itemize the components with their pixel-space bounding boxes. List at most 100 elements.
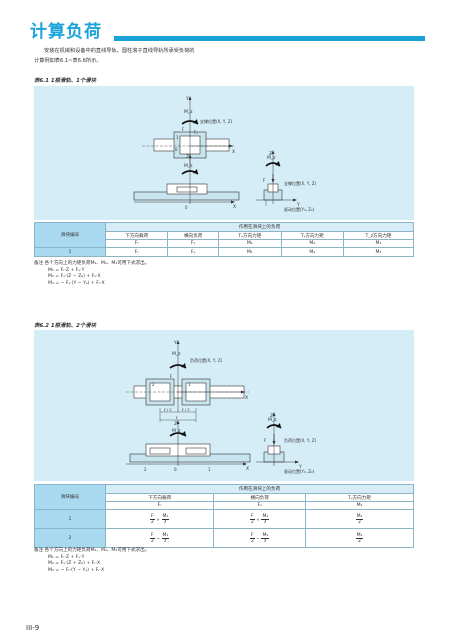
t1-row-1-c1: Fᵣ [104,247,169,257]
t2-note-4: M₃ = − Fᵣ·(Y − Yₐ) + Fᵣ·X [48,567,105,573]
t1-note-4: M₃ = − Fᵧ·(Y − Yₐ) + Fᵣ·X [48,280,105,286]
t1-end-fz: F [263,178,266,183]
t1-row-1-c3: M₁ [217,247,282,257]
t2-top-axis-x: X [245,395,248,401]
t1-col-4-sym: M₂ [280,239,344,248]
t1-end-axis-y: Y [296,202,300,208]
t1-side-mz: M_z [184,163,193,169]
t1-end-axis-z: Z [269,151,272,157]
t2-side-mz: M_z [172,428,181,434]
t2-head-group: 作用在滑块上的负荷 [105,484,414,494]
t1-side-origin: 0 [185,205,188,210]
t1-top-f: F [182,127,185,132]
t1-top-axis-y: Y [185,96,189,102]
t1-top-label-ref: 支撑位置(X, Y, Z) [200,118,233,124]
table-6-1-notes: 备注 各个方向上的力矩负荷M₁、M₂、M₃可用下式求出。 M₁ = Fᵣ·Z +… [34,261,149,287]
t1-col-5-name: T_z方向力矩 [342,231,415,240]
t2-col-3-name: Tᵧ方向力矩 [304,493,415,502]
t2-end-mz: M_z [268,417,277,423]
t2-end-axis-y: Y [298,464,302,470]
t1-col-2-sym: Fₛ [167,239,219,248]
table-6-2: 滑块编号 作用在滑块上的负荷 下方向载荷 横向负荷 Tᵧ方向力矩 Fᵣ Fₛ M… [34,484,415,548]
t2-top-mz: M_z [172,351,181,357]
t1-col-1-name: 下方向载荷 [104,231,169,240]
intro-line-2: 计算例如表6.1~表6.6所示。 [34,57,102,64]
diagram-6-2: Y M_z 负荷位置(X, Y, Z) X 2 1 F ℓ / 2 ℓ / 2 … [126,340,317,474]
t1-row-1-c4: M₂ [280,247,344,257]
t1-top-fy: Fᵧ [194,130,198,135]
t2-col-2-sym: Fₛ [213,501,306,510]
t1-col-5-sym: M₃ [342,239,415,248]
t1-head-slider-no: 滑块编号 [34,222,106,248]
t2-side-b1: 1 [208,467,211,472]
t1-end-mz: M_z [267,155,276,161]
t1-top-mz: M_z [184,109,193,115]
t2-col-1-sym: Fᵣ [104,501,215,510]
t1-col-2-name: 横向负荷 [167,231,219,240]
t1-row-1-no: 1 [34,247,106,257]
t2-dim-l: ℓ [175,415,178,420]
t1-col-1-sym: Fᵣ [104,239,169,248]
t2-note-2: M₁ = Fᵣ·Z + Fᵧ·Y [48,554,85,560]
t1-col-3-sym: M₁ [217,239,282,248]
t2-dim-half-l-1: ℓ / 2 [163,407,172,412]
t1-note-2: M₁ = Fᵣ·Z + Fᵧ·Y [48,267,85,273]
t2-note-3: M₂ = Fᵧ·(Z + Z₀) + Fᵣ·X [48,561,101,566]
diagram-6-1-panel: Y X M_z 支撑位置(X, Y, Z) F Fᵧ 1 0 Z M_z X 0 [34,86,414,220]
t1-side-axis-z: Z [186,154,189,160]
t2-end-label-drive: 驱动位置(Y₀, Z₀) [284,468,314,474]
t2-col-1-name: 下方向载荷 [104,493,215,502]
t1-top-origin: 0 [175,147,178,152]
table-6-2-notes: 备注 各个方向上的力矩负荷M₁、M₂、M₃可用下式求出。 M₁ = Fᵣ·Z +… [34,548,149,574]
t1-note-3: M₂ = Fᵧ·(Z − Z₀) + Fᵧ·X [48,274,101,279]
t1-top-axis-x: X [232,149,235,155]
t1-end-label-drive: 驱动位置(Y₀, Z₀) [284,206,314,212]
t2-row-2-no: 2 [34,528,106,548]
t2-col-3-sym: M₁ [304,501,415,510]
t1-col-3-name: Tₒ方向力矩 [217,231,282,240]
table-6-1: 滑块编号 作用在滑块上的负荷 下方向载荷 横向负荷 Tₒ方向力矩 Tᵧ方向力矩 … [34,222,415,257]
t1-side-axis-x: X [233,204,236,210]
intro-paragraph: 安装在机械和设备中的直线导轨、圆柱滚子直线导轨所承受负荷的 计算例如表6.1~表… [34,47,414,66]
t2-side-b2: 2 [144,467,147,472]
page-header: 计算负荷 [30,14,425,44]
t2-top-f: F [170,374,173,379]
t1-end-label-ref: 支撑位置(X, Y, Z) [284,180,317,186]
t2-col-2-name: 横向负荷 [213,493,306,502]
t2-side-axis-z: Z [174,421,177,427]
t2-top-label-ref: 负荷位置(X, Y, Z) [190,357,223,363]
diagram-6-1: Y X M_z 支撑位置(X, Y, Z) F Fᵧ 1 0 Z M_z X 0 [133,96,317,212]
t1-col-4-name: Tᵧ方向力矩 [280,231,344,240]
title-underline [114,36,425,41]
t2-side-origin: 0 [174,467,177,472]
t1-row-1-c5: M₃ [342,247,415,257]
t2-note-1: 备注 各个方向上的力矩负荷M₁、M₂、M₃可用下式求出。 [34,548,150,553]
page-number: III-9 [26,624,40,632]
t1-note-1: 备注 各个方向上的力矩负荷M₁、M₂、M₃可用下式求出。 [34,261,150,266]
t1-row-1-c2: Fᵧ [167,247,219,257]
t1-head-group: 作用在滑块上的负荷 [105,222,414,232]
t2-dim-half-l-2: ℓ / 2 [181,407,190,412]
t2-top-b1: 1 [188,382,191,387]
table-6-2-caption: 表6.2 1根滑轨、2个滑块 [34,323,97,329]
t2-end-axis-z: Z [270,413,273,419]
table-6-1-caption: 表6.1 1根滑轨、1个滑块 [34,78,97,84]
t2-top-axis-y: Y [173,340,177,346]
t2-side-axis-x: X [246,466,249,472]
diagram-6-2-panel: Y M_z 负荷位置(X, Y, Z) X 2 1 F ℓ / 2 ℓ / 2 … [34,330,414,481]
t2-end-label-ref: 负荷位置(X, Y, Z) [284,437,317,443]
intro-line-1: 安装在机械和设备中的直线导轨、圆柱滚子直线导轨所承受负荷的 [44,48,195,54]
t1-top-block: 1 [176,135,179,140]
t2-top-b2: 2 [152,382,155,387]
table-row: 1 Fᵣ Fᵧ M₁ M₂ M₃ [34,247,415,257]
page-title: 计算负荷 [30,22,102,42]
t2-head-slider-no: 滑块编号 [34,484,106,510]
